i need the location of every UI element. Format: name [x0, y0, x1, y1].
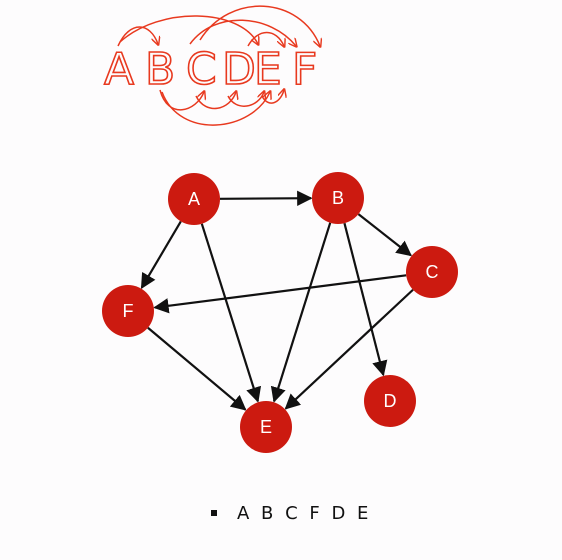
sketch-arc-top-1 — [117, 26, 158, 46]
node-circle — [168, 173, 220, 225]
node-label: F — [123, 301, 134, 321]
node-label: B — [332, 188, 344, 208]
node-label: C — [426, 262, 439, 282]
sketch-letter-f: F — [292, 44, 317, 95]
node-circle — [406, 246, 458, 298]
sketch-arc-bottom-1 — [159, 90, 204, 111]
sketch-letter-e: E — [254, 44, 282, 95]
node-label: D — [384, 391, 397, 411]
node-circle — [240, 401, 292, 453]
sketch-arc-bottom-3 — [195, 92, 236, 110]
sketch-letter-c: C — [186, 44, 217, 95]
edge-b-to-c — [357, 213, 412, 257]
node-b: B — [312, 172, 364, 224]
sketch-arc-bottom-2 — [161, 92, 270, 126]
sketch-arc-top-5 — [247, 31, 284, 47]
edge-b-to-e — [270, 222, 332, 403]
edge-b-to-d — [343, 222, 388, 377]
edge-a-to-b — [219, 190, 313, 206]
edge-c-to-e — [284, 288, 414, 410]
sketch-letter-b: B — [145, 44, 175, 95]
sketch-arc-bottom-5 — [261, 90, 284, 104]
sketch-arc-top-2 — [119, 15, 258, 44]
sketch-letter-d: D — [222, 44, 256, 95]
node-a: A — [168, 173, 220, 225]
graph-nodes: A B C D E F — [102, 172, 458, 453]
sketch-arc-top-3 — [189, 19, 296, 46]
graph-edges — [140, 190, 414, 411]
caption-row: A B C F D E — [211, 501, 371, 525]
traversal-order: A B C F D E — [237, 502, 372, 524]
node-c: C — [406, 246, 458, 298]
edge-c-to-f — [153, 274, 407, 314]
node-f: F — [102, 285, 154, 337]
edge-a-to-f — [140, 220, 182, 290]
node-label: A — [188, 189, 200, 209]
node-e: E — [240, 401, 292, 453]
sketch-arc-bottom-4 — [227, 92, 264, 107]
sketch-arc-top-4 — [199, 5, 320, 46]
node-circle — [364, 375, 416, 427]
node-d: D — [364, 375, 416, 427]
edge-a-to-e — [200, 223, 262, 403]
bullet-icon — [211, 510, 217, 516]
edge-f-to-e — [147, 326, 247, 411]
node-circle — [102, 285, 154, 337]
node-circle — [312, 172, 364, 224]
sketch-letter-a: A — [104, 44, 134, 95]
handwritten-sketch: A B C D E F — [103, 5, 320, 126]
node-label: E — [260, 417, 272, 437]
